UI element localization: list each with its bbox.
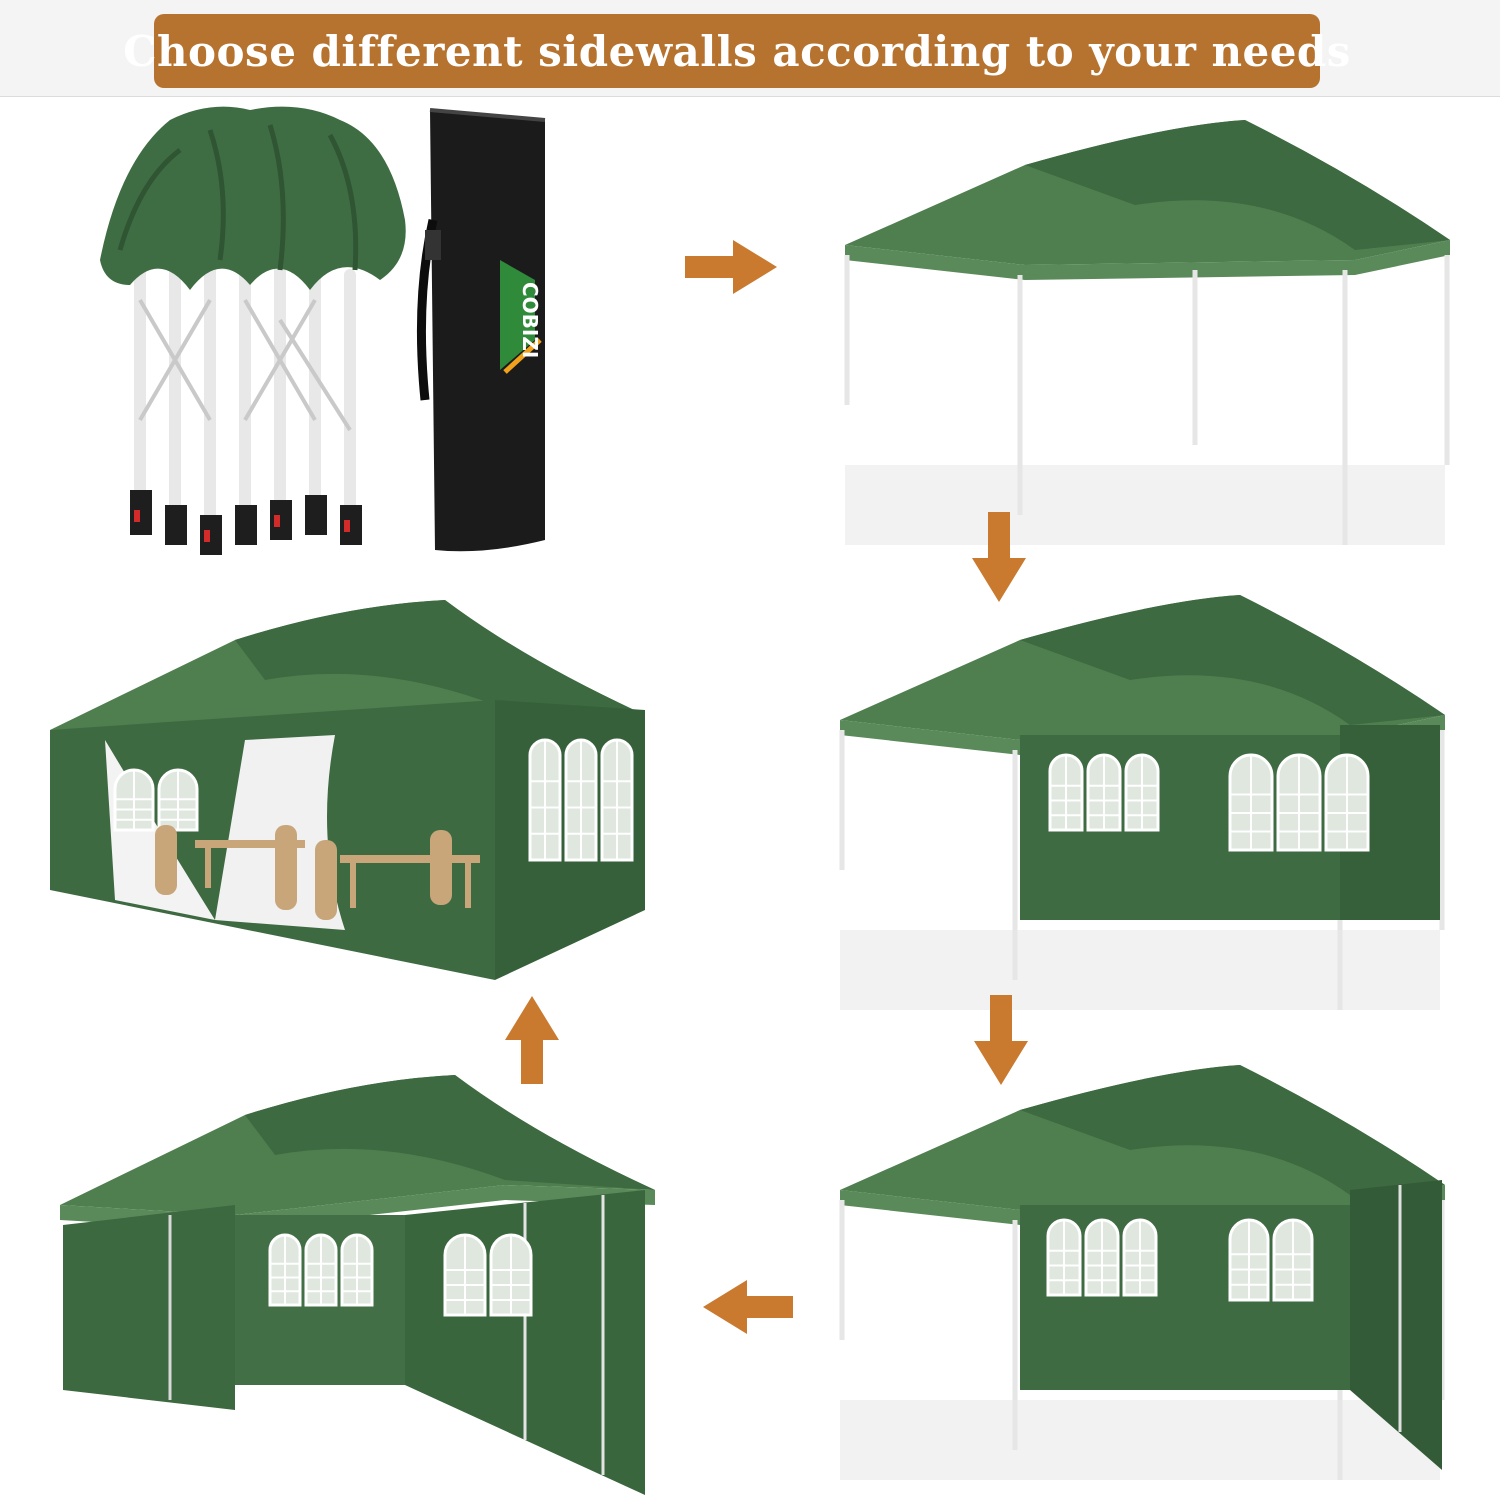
arched-window [268, 1233, 302, 1307]
arched-window [443, 1233, 487, 1317]
arrow-right [685, 240, 777, 294]
arched-window [1122, 1218, 1158, 1297]
canopy-valance [845, 240, 1450, 280]
ground-shadow [845, 465, 1445, 545]
arched-window [1228, 1218, 1270, 1302]
side-wall-end [1350, 1180, 1442, 1470]
arched-window [528, 738, 562, 862]
arched-window [304, 1233, 338, 1307]
arrow-down-1 [972, 512, 1026, 602]
ground-shadow [840, 930, 1440, 1010]
arched-window [600, 738, 634, 862]
arrow-left [703, 1280, 793, 1334]
dining-furniture [155, 825, 480, 920]
arched-window [1048, 753, 1084, 832]
bag-brand-text: COBIZI [518, 282, 542, 358]
title-text: Choose different sidewalls according to … [123, 26, 1351, 76]
arched-window [1276, 753, 1322, 852]
side-wall-end [405, 1190, 645, 1495]
title-banner: Choose different sidewalls according to … [123, 14, 1350, 88]
ground-shadow [840, 1400, 1440, 1480]
arched-window [1046, 1218, 1082, 1297]
arched-window [1124, 753, 1160, 832]
arched-window [1272, 1218, 1314, 1302]
arched-window [1228, 753, 1274, 852]
carry-bag: COBIZI [416, 108, 546, 552]
canopy-roof-shade [245, 1075, 655, 1190]
tent-three-walls [839, 1065, 1445, 1480]
arched-window [1086, 753, 1122, 832]
canopy-roof-shade [235, 600, 645, 715]
tent-full-enclosure [50, 600, 645, 980]
tent-no-walls [844, 120, 1450, 545]
tent-two-walls [839, 595, 1445, 1010]
arched-window [340, 1233, 374, 1307]
arched-window [1084, 1218, 1120, 1297]
canopy-roof-shade [1025, 120, 1450, 250]
arched-window [157, 768, 199, 832]
canopy-roof-shade [1020, 595, 1445, 725]
arched-window [113, 768, 155, 832]
arrow-down-2 [974, 995, 1028, 1085]
arched-window [1324, 753, 1370, 852]
arched-window [564, 738, 598, 862]
side-wall-front-left [63, 1205, 235, 1410]
canopy-roof-shade [1020, 1065, 1445, 1195]
folded-tent-scene [100, 106, 406, 555]
arrow-up [505, 996, 559, 1084]
tent-four-walls [60, 1075, 655, 1495]
arched-window [489, 1233, 533, 1317]
